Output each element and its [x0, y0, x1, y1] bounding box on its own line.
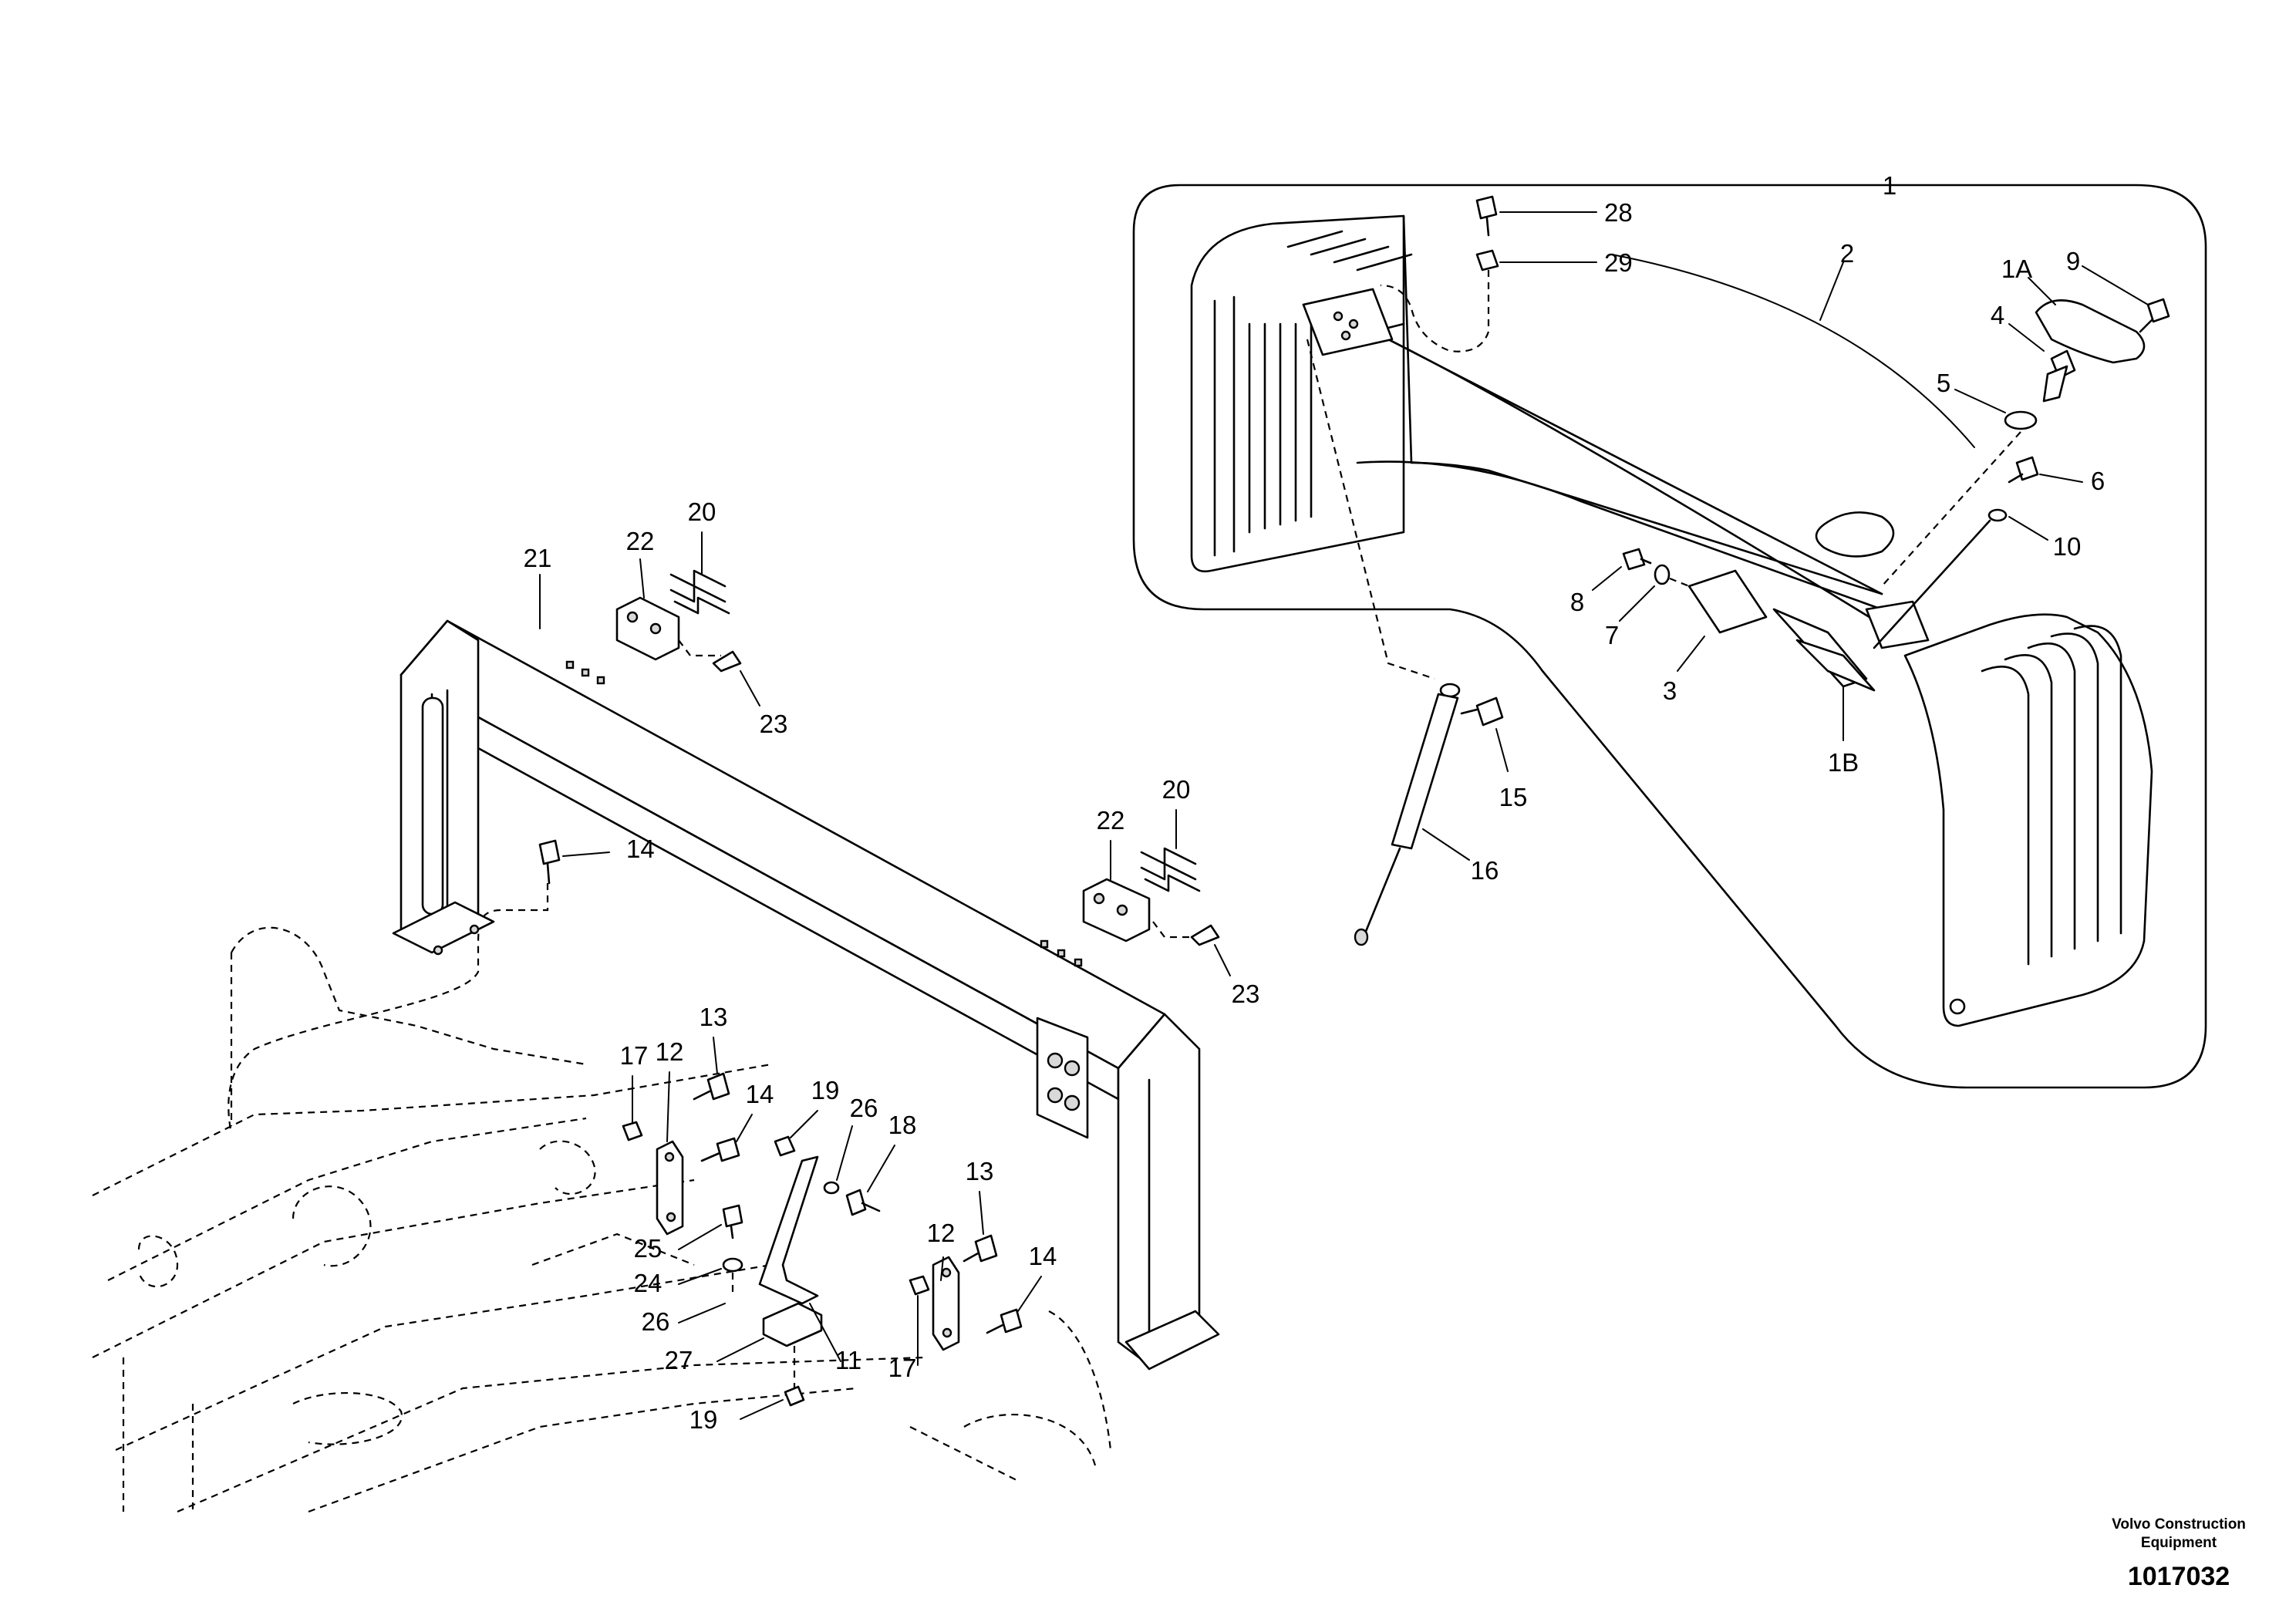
label-14-upper: 14 [626, 835, 655, 863]
document-number: 1017032 [2128, 1562, 2230, 1591]
label-19-lower: 19 [689, 1405, 718, 1434]
hood-panel-2 [1302, 288, 1895, 626]
lower-hardware [622, 1072, 1023, 1407]
label-1: 1 [1883, 171, 1896, 200]
leader-lines [539, 184, 2149, 1420]
label-11: 11 [835, 1346, 861, 1374]
label-13-left: 13 [700, 1003, 728, 1031]
logo-line-1: Volvo Construction [2112, 1516, 2246, 1533]
label-4: 4 [1991, 301, 2004, 329]
label-14-middle: 14 [746, 1080, 774, 1108]
label-27: 27 [665, 1346, 693, 1374]
label-9: 9 [2066, 247, 2080, 275]
label-22-right: 22 [1097, 806, 1125, 835]
hood-grille-right [1903, 613, 2153, 1027]
callout-hardware [1380, 195, 2170, 649]
label-3: 3 [1663, 676, 1677, 705]
label-14-right: 14 [1029, 1242, 1057, 1270]
label-22-left: 22 [626, 527, 655, 555]
label-19-upper: 19 [811, 1076, 840, 1104]
label-26-upper: 26 [850, 1094, 878, 1122]
label-21: 21 [524, 544, 552, 572]
label-5: 5 [1937, 369, 1950, 397]
logo-line-2: Equipment [2141, 1535, 2217, 1551]
label-15: 15 [1499, 783, 1528, 811]
label-8: 8 [1570, 588, 1584, 616]
clip-set-left [615, 569, 742, 673]
label-26-lower: 26 [642, 1307, 670, 1336]
label-13-right: 13 [966, 1157, 994, 1185]
label-24: 24 [634, 1269, 663, 1297]
label-16: 16 [1471, 856, 1499, 885]
company-logo: Volvo Construction Equipment [2112, 1516, 2246, 1551]
label-6: 6 [2091, 467, 2105, 495]
label-28: 28 [1604, 198, 1633, 227]
clip-set-right [1082, 847, 1220, 946]
hinge-assembly [1687, 569, 1930, 692]
label-20-right: 20 [1162, 775, 1191, 804]
label-25: 25 [634, 1234, 663, 1263]
frame-outline-dashed [92, 883, 1112, 1513]
part-labels: 1 28 29 2 1A 9 4 5 6 10 8 7 3 1B 15 16 2… [524, 171, 2106, 1434]
label-7: 7 [1605, 621, 1619, 649]
label-20-left: 20 [688, 497, 716, 526]
label-18: 18 [888, 1111, 917, 1139]
label-12-left: 12 [656, 1037, 684, 1066]
label-29: 29 [1604, 248, 1633, 277]
guard-frame-21 [392, 619, 1220, 1371]
callout-box [1132, 184, 2207, 1089]
label-23-left: 23 [760, 710, 788, 738]
label-12-right: 12 [927, 1219, 956, 1247]
gas-strut-16 [1306, 339, 1504, 946]
label-1B: 1B [1828, 748, 1859, 777]
label-23-right: 23 [1232, 980, 1260, 1008]
label-17-left: 17 [620, 1041, 649, 1070]
label-1A: 1A [2001, 255, 2032, 283]
label-2: 2 [1840, 239, 1854, 268]
label-17-right: 17 [888, 1354, 917, 1382]
bolt-14-upper [538, 839, 561, 885]
hood-grille-left [1190, 214, 1883, 595]
label-10: 10 [2053, 532, 2082, 561]
